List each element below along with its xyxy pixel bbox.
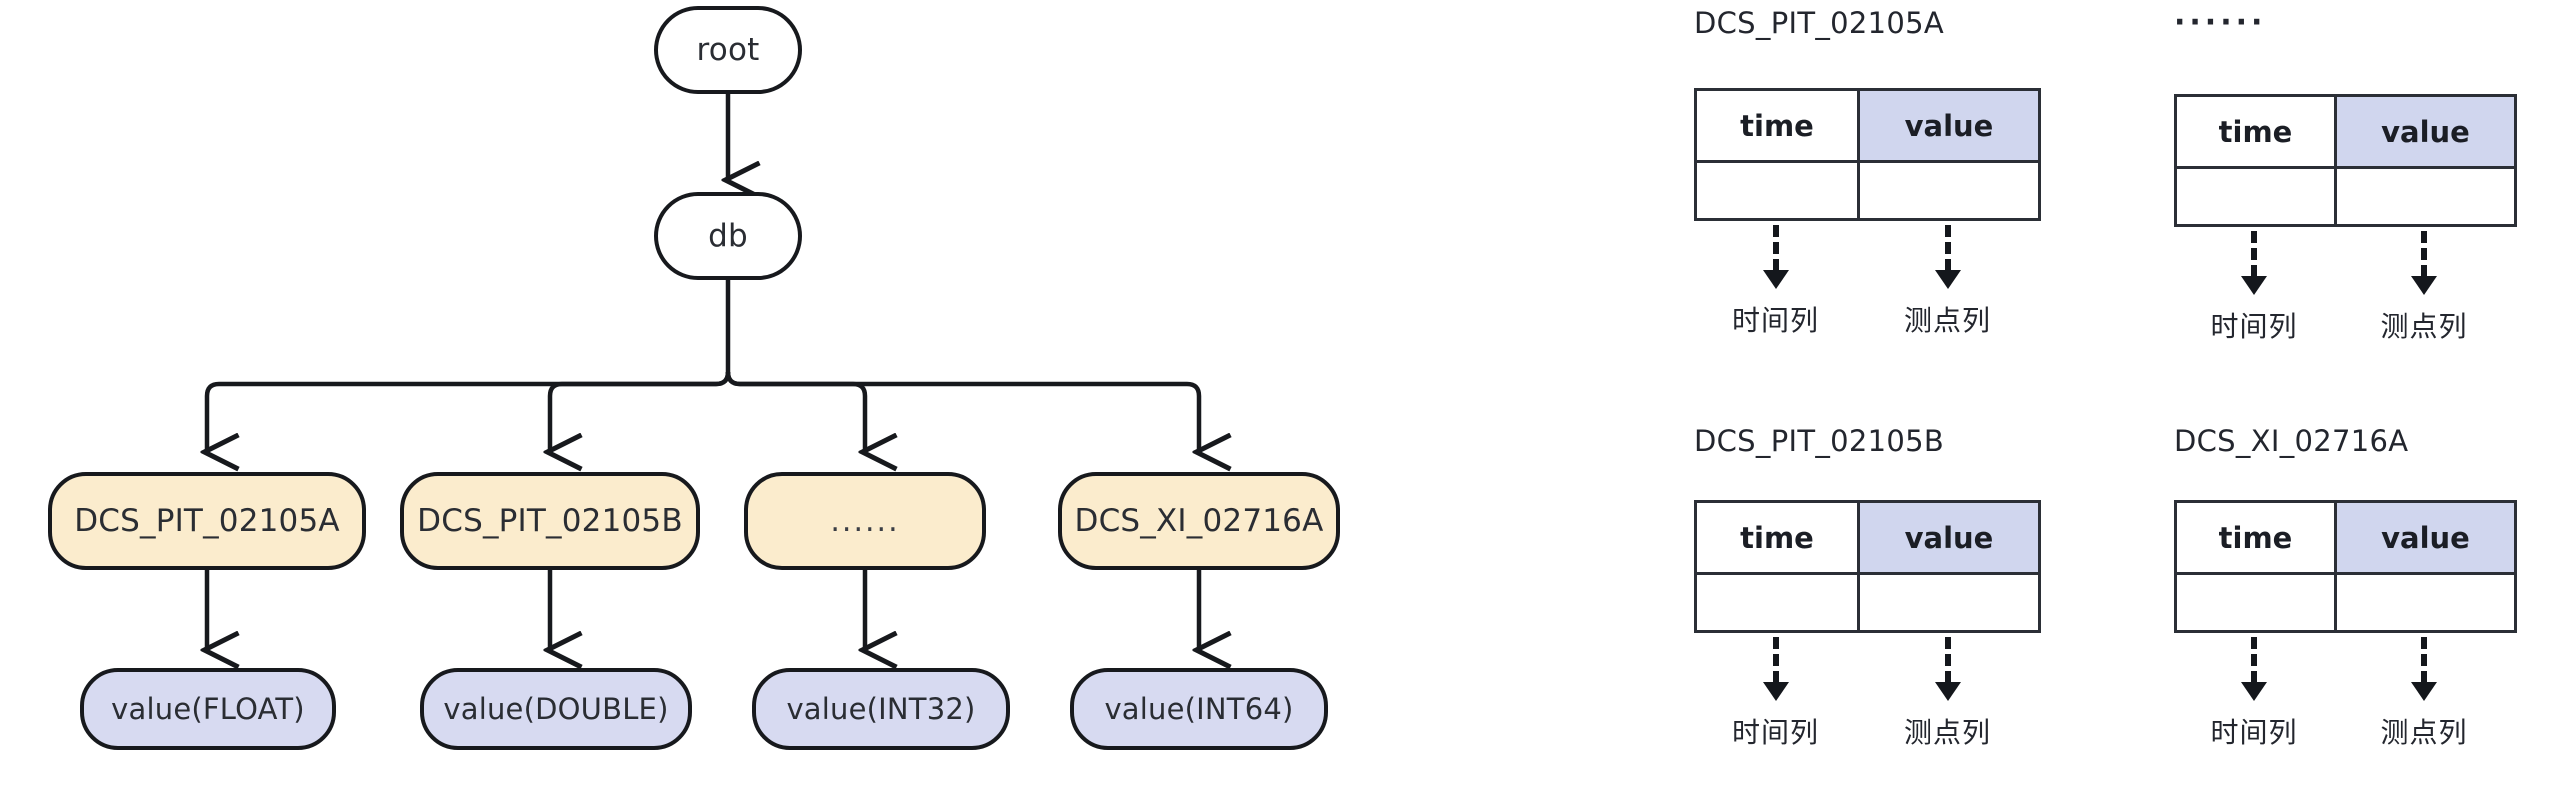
table-row — [2174, 572, 2517, 633]
dashed-arrow-shaft-icon — [2251, 637, 2257, 683]
annotation-label: 时间列 — [2210, 310, 2298, 343]
tree-node-series-3[interactable]: DCS_XI_02716A — [1058, 472, 1340, 570]
tree-node-root[interactable]: root — [654, 6, 802, 94]
dashed-arrow-shaft-icon — [1772, 225, 1779, 271]
tree-node-db-label: db — [708, 218, 748, 254]
table-cell-value — [2334, 166, 2517, 227]
dashed-arrow-shaft-icon — [2421, 231, 2427, 277]
tree-node-db[interactable]: db — [654, 192, 802, 280]
tree-node-series-0[interactable]: DCS_PIT_02105A — [48, 472, 366, 570]
column-header-time: time — [2174, 500, 2337, 575]
dashed-arrow-shaft-icon — [1944, 225, 1951, 271]
table-block-1: ······ time value 时间列 测点列 — [2174, 5, 2517, 345]
annotation-time-column: 时间列 — [1694, 221, 1857, 339]
table-block-0: DCS_PIT_02105A time value 时间列 测点列 — [1694, 6, 2041, 339]
table-header-row: time value — [2174, 94, 2517, 169]
table-title-0: DCS_PIT_02105A — [1694, 6, 1945, 40]
annotation-value-column: 测点列 — [1857, 633, 2038, 751]
tree-node-value-1[interactable]: value(DOUBLE) — [420, 668, 692, 750]
tree-node-series-1-label: DCS_PIT_02105B — [417, 503, 683, 539]
column-header-value: value — [2334, 500, 2517, 575]
annotation-label: 测点列 — [1903, 716, 1991, 749]
annotation-time-column: 时间列 — [1694, 633, 1857, 751]
arrow-head-icon — [2241, 682, 2267, 701]
dashed-arrow-shaft-icon — [2251, 231, 2257, 277]
table-row — [1694, 572, 2041, 633]
tree-node-series-1[interactable]: DCS_PIT_02105B — [400, 472, 700, 570]
arrow-head-icon — [1934, 270, 1961, 289]
table-row — [1694, 160, 2041, 221]
column-header-time: time — [1694, 88, 1860, 163]
annotation-label: 测点列 — [1903, 304, 1991, 337]
annotation-label: 时间列 — [2210, 716, 2298, 749]
tree-node-series-3-label: DCS_XI_02716A — [1074, 503, 1324, 539]
annotation-time-column: 时间列 — [2174, 633, 2334, 751]
tree-node-value-0-label: value(FLOAT) — [111, 692, 305, 726]
tree-node-value-3-label: value(INT64) — [1104, 692, 1294, 726]
table-title-3: DCS_XI_02716A — [2174, 424, 2409, 458]
table-annotations-1: 时间列 测点列 — [2174, 227, 2514, 345]
table-cell-time — [2174, 572, 2337, 633]
table-title-1: ······ — [2174, 5, 2267, 40]
annotation-label: 时间列 — [1731, 716, 1819, 749]
table-header-row: time value — [2174, 500, 2517, 575]
table-row — [2174, 166, 2517, 227]
annotation-value-column: 测点列 — [2334, 227, 2514, 345]
dashed-arrow-shaft-icon — [2421, 637, 2427, 683]
table-cell-value — [2334, 572, 2517, 633]
tree-node-value-3[interactable]: value(INT64) — [1070, 668, 1328, 750]
table-block-3: DCS_XI_02716A time value 时间列 测点列 — [2174, 424, 2517, 751]
tree-node-value-2-label: value(INT32) — [786, 692, 976, 726]
dashed-arrow-shaft-icon — [1944, 637, 1951, 683]
annotation-value-column: 测点列 — [1857, 221, 2038, 339]
tree-node-value-1-label: value(DOUBLE) — [443, 692, 669, 726]
table-cell-time — [1694, 160, 1860, 221]
table-annotations-3: 时间列 测点列 — [2174, 633, 2514, 751]
arrow-head-icon — [2411, 682, 2437, 701]
arrow-head-icon — [2411, 276, 2437, 295]
table-cell-time — [2174, 166, 2337, 227]
arrow-head-icon — [2241, 276, 2267, 295]
table-title-2: DCS_PIT_02105B — [1694, 424, 1945, 458]
annotation-label: 测点列 — [2380, 310, 2468, 343]
data-table-1: time value — [2174, 94, 2517, 227]
column-header-value: value — [1857, 88, 2041, 163]
tree-node-root-label: root — [696, 32, 760, 68]
column-header-value: value — [2334, 94, 2517, 169]
dashed-arrow-shaft-icon — [1772, 637, 1779, 683]
tree-node-value-2[interactable]: value(INT32) — [752, 668, 1010, 750]
annotation-value-column: 测点列 — [2334, 633, 2514, 751]
data-table-2: time value — [1694, 500, 2041, 633]
arrow-head-icon — [1762, 270, 1789, 289]
table-cell-time — [1694, 572, 1860, 633]
data-table-0: time value — [1694, 88, 2041, 221]
tree-node-series-2-label: ...... — [830, 503, 900, 539]
column-header-time: time — [2174, 94, 2337, 169]
annotation-label: 时间列 — [1731, 304, 1819, 337]
table-annotations-0: 时间列 测点列 — [1694, 221, 2038, 339]
table-header-row: time value — [1694, 500, 2041, 575]
annotation-label: 测点列 — [2380, 716, 2468, 749]
table-cell-value — [1857, 160, 2041, 221]
tree-node-value-0[interactable]: value(FLOAT) — [80, 668, 336, 750]
tree-node-series-2[interactable]: ...... — [744, 472, 986, 570]
data-table-3: time value — [2174, 500, 2517, 633]
table-cell-value — [1857, 572, 2041, 633]
tree-node-series-0-label: DCS_PIT_02105A — [74, 503, 340, 539]
tree-edges — [0, 94, 1420, 808]
arrow-head-icon — [1762, 682, 1789, 701]
column-header-time: time — [1694, 500, 1860, 575]
table-header-row: time value — [1694, 88, 2041, 163]
table-annotations-2: 时间列 测点列 — [1694, 633, 2038, 751]
table-block-2: DCS_PIT_02105B time value 时间列 测点列 — [1694, 424, 2041, 751]
annotation-time-column: 时间列 — [2174, 227, 2334, 345]
column-header-value: value — [1857, 500, 2041, 575]
arrow-head-icon — [1934, 682, 1961, 701]
